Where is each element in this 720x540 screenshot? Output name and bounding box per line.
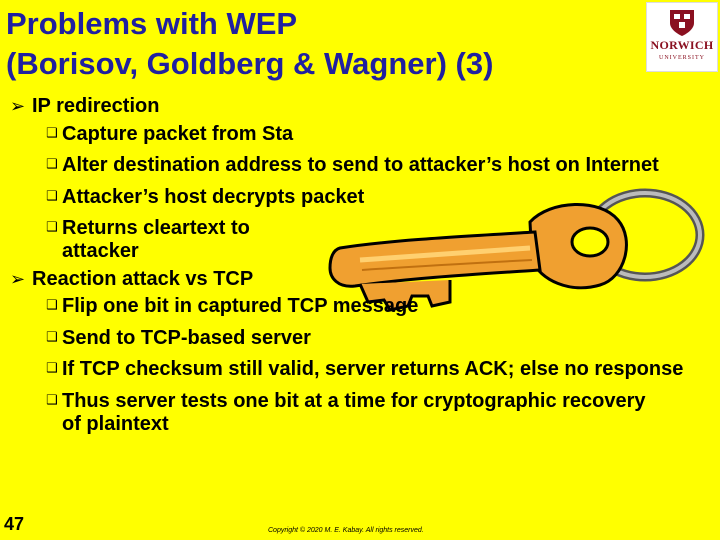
- logo-name: NORWICH: [650, 38, 714, 52]
- sub-bullet: ❑ Returns cleartext to attacker: [8, 217, 292, 263]
- sub-bullet-text: Thus server tests one bit at a time for …: [62, 389, 646, 435]
- slide-title: Problems with WEP (Borisov, Goldberg & W…: [6, 4, 493, 84]
- sub-bullet: ❑ Attacker’s host decrypts packet: [8, 186, 708, 209]
- sub-bullet-text: Attacker’s host decrypts packet: [62, 185, 365, 208]
- slide-number: 47: [4, 514, 25, 534]
- sub-bullet: ❑ Alter destination address to send to a…: [8, 154, 708, 177]
- logo-subtitle: UNIVERSITY: [659, 55, 705, 61]
- square-bullet-icon: ❑: [46, 125, 58, 141]
- sub-bullet: ❑ Capture packet from Sta: [8, 123, 708, 146]
- square-bullet-icon: ❑: [46, 329, 58, 345]
- title-line-1: Problems with WEP: [6, 6, 298, 41]
- square-bullet-icon: ❑: [46, 220, 58, 235]
- bullet-reaction-attack: ➢ Reaction attack vs TCP: [8, 264, 708, 296]
- sub-bullet-text: Returns cleartext to attacker: [62, 217, 250, 262]
- key-icon: [328, 188, 705, 312]
- square-bullet-icon: ❑: [46, 392, 58, 408]
- slide-body: ➢ IP redirection ❑ Capture packet from S…: [8, 91, 708, 444]
- sub-bullet-text: Flip one bit in captured TCP message: [62, 295, 419, 317]
- sub-bullet: ❑ Send to TCP-based server: [8, 327, 708, 350]
- sub-bullet: ❑ Thus server tests one bit at a time fo…: [8, 390, 662, 436]
- square-bullet-icon: ❑: [46, 188, 58, 204]
- sub-bullet-text: Capture packet from Sta: [62, 122, 294, 145]
- sub-bullet-text: Alter destination address to send to att…: [62, 154, 659, 176]
- title-line-2: (Borisov, Goldberg & Wagner) (3): [6, 46, 494, 81]
- norwich-university-logo: NORWICH UNIVERSITY: [646, 2, 718, 72]
- bullet-label: IP redirection: [32, 95, 160, 117]
- arrow-bullet-icon: ➢: [10, 268, 26, 290]
- bullet-label: Reaction attack vs TCP: [32, 267, 254, 290]
- sub-bullet: ❑ Flip one bit in captured TCP message: [8, 295, 708, 318]
- copyright-notice: Copyright © 2020 M. E. Kabay. All rights…: [268, 527, 424, 534]
- bullet-ip-redirection: ➢ IP redirection: [8, 91, 708, 123]
- square-bullet-icon: ❑: [46, 361, 58, 376]
- sub-bullet: ❑ If TCP checksum still valid, server re…: [8, 358, 708, 381]
- square-bullet-icon: ❑: [46, 157, 58, 172]
- shield-icon: [670, 10, 694, 36]
- sub-bullet-text: If TCP checksum still valid, server retu…: [62, 358, 684, 380]
- square-bullet-icon: ❑: [46, 298, 58, 313]
- sub-bullet-text: Send to TCP-based server: [62, 326, 311, 349]
- arrow-bullet-icon: ➢: [10, 96, 26, 117]
